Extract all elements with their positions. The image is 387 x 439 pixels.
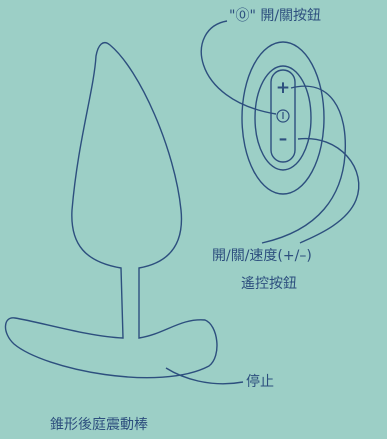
minus-leader-line [297, 137, 360, 244]
power-button-leader-line [200, 20, 277, 115]
remote-inner-panel [254, 65, 312, 171]
stop-label: 停止 [246, 374, 274, 390]
stop-leader-line [165, 367, 244, 385]
remote-control-label: 遙控按鈕 [241, 276, 297, 292]
device-name-label: 錐形後庭震動棒 [50, 417, 148, 433]
minus-button[interactable]: – [279, 129, 288, 149]
remote-outer-shell [241, 41, 325, 195]
plug-outline [4, 41, 218, 379]
power-button[interactable] [276, 109, 290, 123]
remote-button-column [270, 69, 296, 163]
plus-button[interactable]: + [276, 78, 290, 98]
power-button-label: "⓪" 開/關按鈕 [229, 8, 322, 24]
power-icon [276, 109, 290, 123]
plus-leader-line [261, 85, 347, 244]
on-off-speed-label: 開/關/速度(+/–) [212, 248, 312, 264]
